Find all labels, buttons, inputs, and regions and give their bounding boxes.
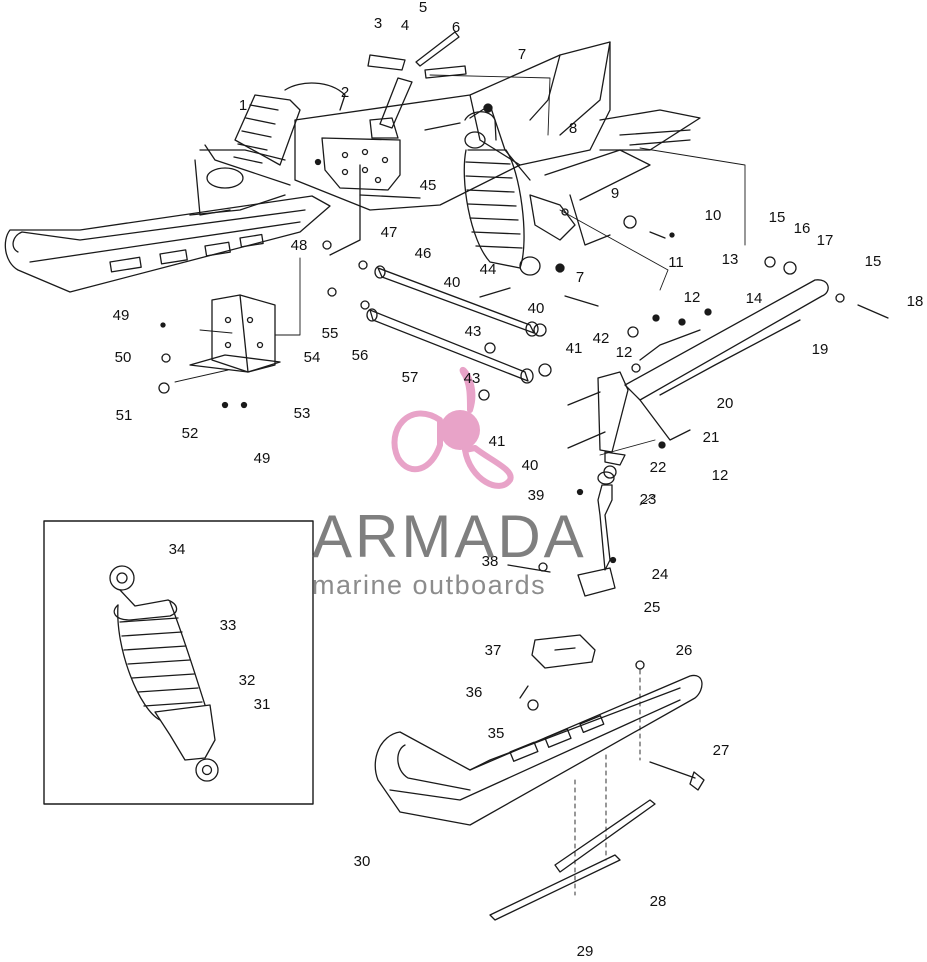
part-label-56: 56	[352, 347, 369, 364]
watermark-logo	[391, 367, 514, 489]
trailing-arm	[624, 279, 829, 441]
part-label-5: 5	[419, 0, 427, 16]
part-label-41b: 41	[489, 433, 506, 450]
part-label-57: 57	[402, 369, 419, 386]
part-label-1: 1	[239, 97, 247, 114]
part-label-14: 14	[746, 290, 763, 307]
shock-inset	[43, 520, 314, 805]
part-label-51: 51	[116, 407, 133, 424]
part-label-38: 38	[482, 553, 499, 570]
left-ski-assembly	[4, 82, 346, 293]
part-label-9: 9	[611, 185, 619, 202]
part-label-19: 19	[812, 341, 829, 358]
part-label-6: 6	[452, 19, 460, 36]
part-label-53: 53	[294, 405, 311, 422]
mounting-bolt	[649, 761, 705, 791]
part-label-54: 54	[304, 349, 321, 366]
part-label-40a: 40	[444, 274, 461, 291]
upper-links	[367, 31, 467, 139]
part-label-22: 22	[650, 459, 667, 476]
part-label-2: 2	[341, 84, 349, 101]
bolts	[424, 122, 889, 699]
watermark-tagline: marine outboards	[312, 570, 547, 600]
part-label-47: 47	[381, 224, 398, 241]
mounting-plate	[321, 137, 401, 191]
chassis-frame	[294, 41, 701, 256]
part-label-12b: 12	[616, 344, 633, 361]
part-label-52: 52	[182, 425, 199, 442]
part-label-40b: 40	[528, 300, 545, 317]
part-label-7b: 7	[576, 269, 584, 286]
part-label-33: 33	[220, 617, 237, 634]
part-label-43a: 43	[465, 323, 482, 340]
part-label-40c: 40	[522, 457, 539, 474]
radius-rods	[366, 265, 539, 384]
part-label-24: 24	[652, 566, 669, 583]
left-bracket	[189, 294, 281, 373]
part-label-35: 35	[488, 725, 505, 742]
part-label-13: 13	[722, 251, 739, 268]
part-label-25: 25	[644, 599, 661, 616]
part-label-36: 36	[466, 684, 483, 701]
leader-lines	[174, 74, 746, 896]
part-label-8: 8	[569, 120, 577, 137]
part-label-26: 26	[676, 642, 693, 659]
part-label-49a: 49	[113, 307, 130, 324]
part-label-42: 42	[593, 330, 610, 347]
part-label-4: 4	[401, 17, 409, 34]
ski-saddle	[531, 634, 596, 669]
part-label-12c: 12	[712, 467, 729, 484]
watermark-hub-icon	[440, 410, 480, 450]
part-label-20: 20	[717, 395, 734, 412]
part-label-50: 50	[115, 349, 132, 366]
part-label-39: 39	[528, 487, 545, 504]
part-label-34: 34	[169, 541, 186, 558]
part-label-21: 21	[703, 429, 720, 446]
part-label-3: 3	[374, 15, 382, 32]
part-label-29: 29	[577, 943, 594, 957]
part-label-11: 11	[668, 254, 684, 271]
part-label-55: 55	[322, 325, 339, 342]
part-label-17: 17	[817, 232, 834, 249]
part-label-46: 46	[415, 245, 432, 262]
part-label-18: 18	[907, 293, 924, 310]
ski	[374, 674, 703, 826]
part-label-12a: 12	[684, 289, 701, 306]
part-label-7a: 7	[518, 46, 526, 63]
part-label-31: 31	[254, 696, 271, 713]
part-label-10: 10	[705, 207, 722, 224]
watermark-brand: ARMADA	[312, 503, 587, 570]
part-label-45: 45	[420, 177, 437, 194]
part-label-23: 23	[640, 491, 657, 508]
part-label-15a: 15	[769, 209, 786, 226]
spindle-bracket	[529, 194, 576, 241]
part-label-41a: 41	[566, 340, 583, 357]
hardware	[158, 103, 845, 711]
part-label-28: 28	[650, 893, 667, 910]
wear-bars	[489, 799, 656, 921]
right-shock-absorber	[463, 104, 541, 276]
part-label-37: 37	[485, 642, 502, 659]
part-label-27: 27	[713, 742, 730, 759]
part-label-43b: 43	[464, 370, 481, 387]
part-label-44: 44	[480, 261, 497, 278]
part-label-48: 48	[291, 237, 308, 254]
part-label-49b: 49	[254, 450, 271, 467]
part-label-30: 30	[354, 853, 371, 870]
part-label-32: 32	[239, 672, 256, 689]
part-label-16: 16	[794, 220, 811, 237]
part-label-15b: 15	[865, 253, 882, 270]
